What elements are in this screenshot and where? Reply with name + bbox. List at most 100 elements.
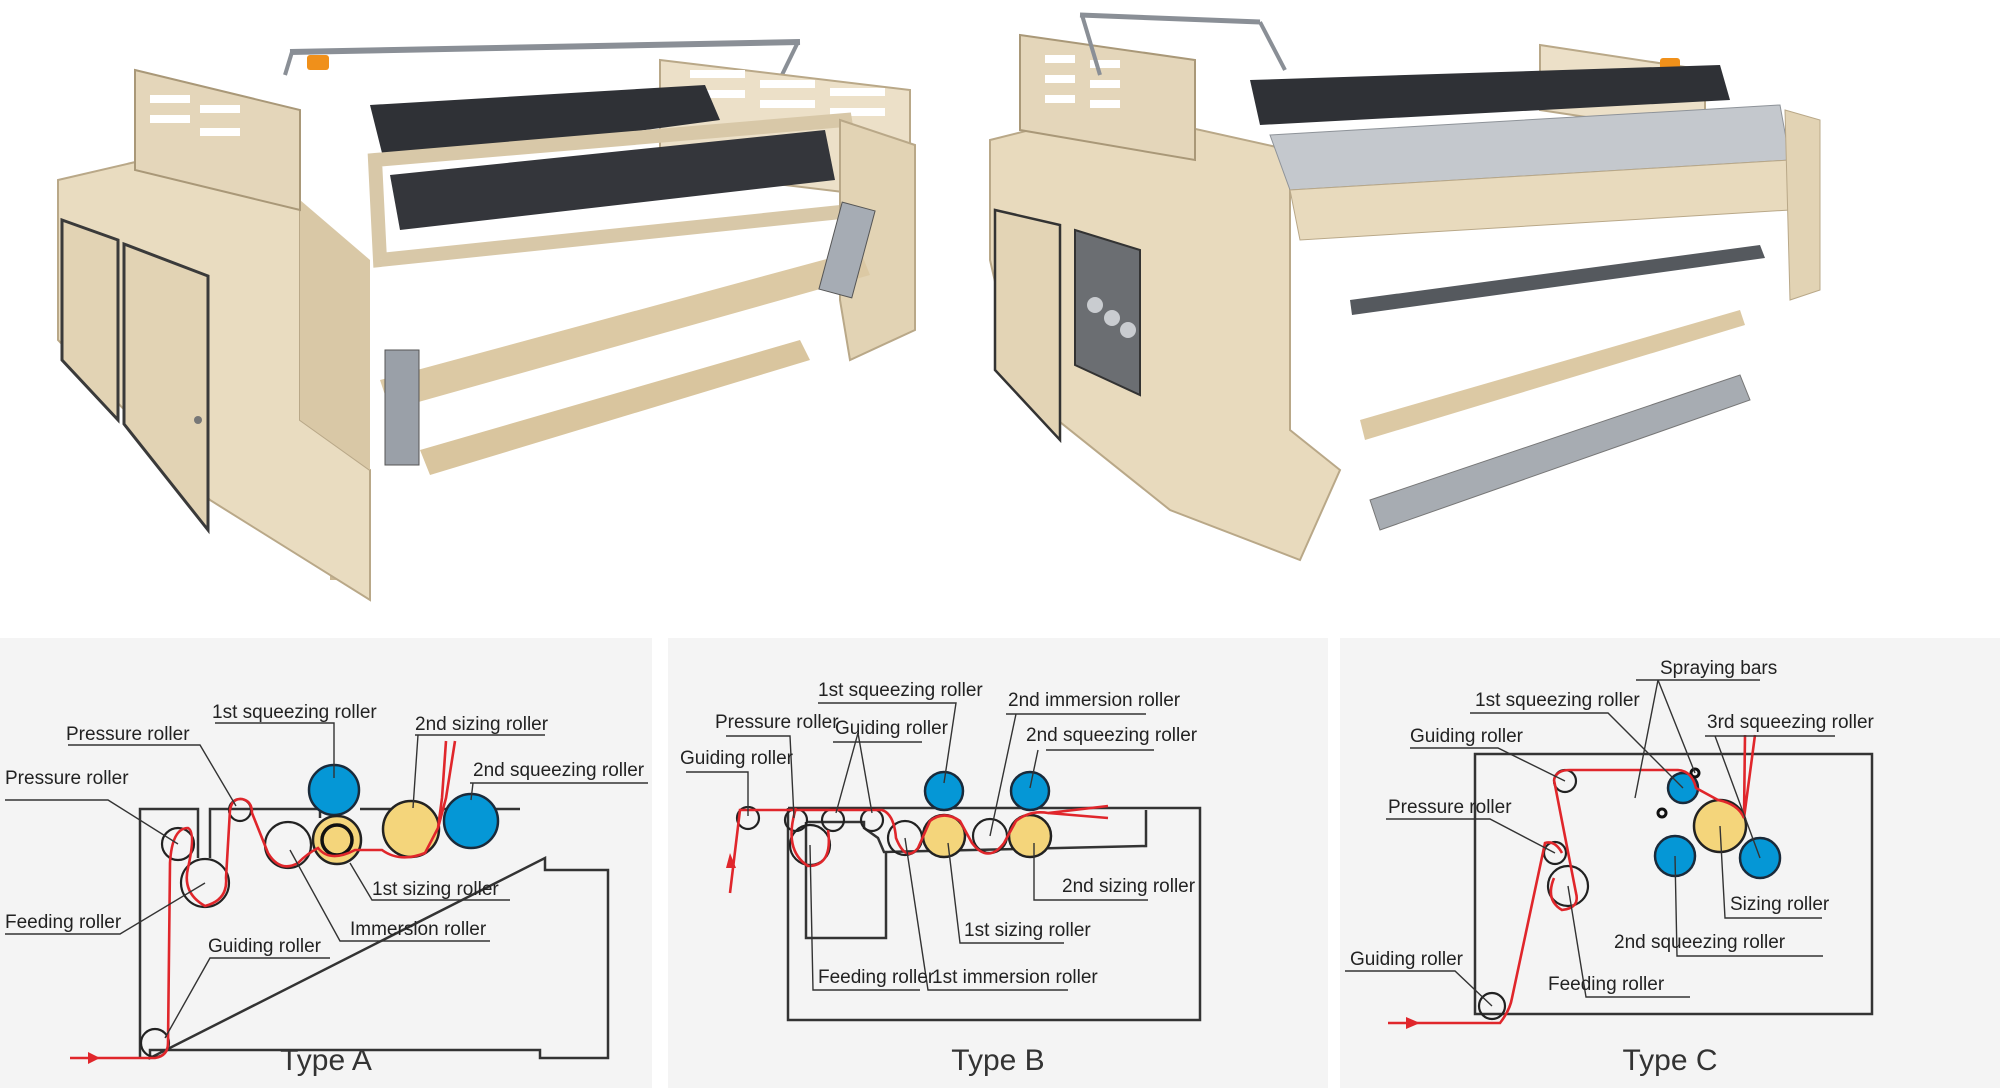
base-beam-upper xyxy=(380,250,870,410)
door-handle-icon xyxy=(194,416,202,424)
feed-arrow-icon xyxy=(1406,1017,1420,1029)
feed-arrow-icon xyxy=(88,1052,100,1064)
leader-pressure xyxy=(1386,818,1556,854)
vent-slots-left xyxy=(1045,55,1120,108)
label-first-immersion-roller: 1st immersion roller xyxy=(932,967,1098,988)
dark-roller-front xyxy=(390,130,835,230)
top-rod xyxy=(1079,12,1261,25)
leader-feeding xyxy=(809,844,920,991)
control-knobs xyxy=(1087,297,1136,338)
vent-slots-left xyxy=(150,95,240,136)
second-sizing-roller xyxy=(381,799,441,859)
base-beam-lower xyxy=(420,340,810,475)
leader-first-squeezing xyxy=(215,722,335,778)
label-first-squeezing-roller: 1st squeezing roller xyxy=(818,680,983,701)
leader-guiding-left xyxy=(686,771,749,816)
first-sizing-roller-core xyxy=(320,823,354,857)
trough xyxy=(806,810,1148,854)
leader-feeding xyxy=(1567,885,1690,998)
leader-pressure-left xyxy=(5,799,179,845)
label-first-squeezing-roller: 1st squeezing roller xyxy=(1475,690,1640,711)
fabric-loop xyxy=(790,807,831,868)
label-feeding-roller: Feeding roller xyxy=(818,967,935,988)
label-pressure-roller: Pressure roller xyxy=(715,712,839,733)
cabinet-door-left xyxy=(60,217,120,424)
machine-frame xyxy=(786,806,1202,1022)
leader-first-immersion xyxy=(904,837,1068,991)
base-beam xyxy=(1360,310,1745,440)
label-first-squeezing-roller: 1st squeezing roller xyxy=(212,702,377,723)
machine-frame xyxy=(138,807,610,1061)
leader-second-immersion xyxy=(989,713,1146,837)
spraying-bar-icon xyxy=(1656,807,1668,819)
leader-guiding-mid xyxy=(833,732,922,814)
label-third-squeezing-roller: 3rd squeezing roller xyxy=(1707,712,1875,733)
lower-roller-back xyxy=(1350,245,1765,315)
label-second-squeezing-roller: 2nd squeezing roller xyxy=(1614,932,1786,953)
leader-pressure xyxy=(726,735,795,819)
leader-second-sizing xyxy=(412,734,545,809)
tank xyxy=(804,822,888,940)
leader-guiding xyxy=(164,957,330,1039)
immersion-roller xyxy=(263,820,313,870)
caption-type-b: Type B xyxy=(951,1044,1044,1077)
cabinet-right xyxy=(1784,109,1821,301)
leader-immersion xyxy=(289,849,490,942)
leader-guiding-bottom xyxy=(1345,970,1493,1007)
lower-roller-front xyxy=(1369,374,1751,531)
leader-spraying-bars xyxy=(1634,679,1760,799)
feeding-roller xyxy=(1546,864,1590,908)
leader-second-sizing xyxy=(1033,843,1148,901)
caption-type-c: Type C xyxy=(1622,1044,1717,1077)
label-guiding-roller-mid: Guiding roller xyxy=(835,718,949,739)
leader-pressure-top xyxy=(68,744,237,807)
dark-roller xyxy=(1250,65,1730,125)
leader-first-sizing xyxy=(947,842,1064,944)
machine-photo-type-b xyxy=(960,0,2000,620)
machine-illustration-b xyxy=(989,12,1821,562)
second-squeezing-roller xyxy=(442,792,500,850)
label-feeding-roller: Feeding roller xyxy=(5,912,122,933)
leader-first-squeezing xyxy=(818,702,957,784)
machine-illustration-a xyxy=(57,39,916,602)
pneumatic-cylinder-left xyxy=(384,349,420,466)
fabric-path xyxy=(70,740,457,1060)
diagram-type-c: Spraying bars 1st squeezing roller 3rd s… xyxy=(1340,638,2000,1088)
cabinet-door-right xyxy=(122,241,210,535)
cabinet-side xyxy=(300,200,370,470)
label-feeding-roller: Feeding roller xyxy=(1548,974,1665,995)
label-sizing-roller: Sizing roller xyxy=(1730,894,1830,915)
label-first-sizing-roller: 1st sizing roller xyxy=(964,920,1091,941)
top-rod xyxy=(289,39,801,55)
pressure-roller-left xyxy=(160,826,196,862)
warning-light-icon xyxy=(307,55,329,70)
label-spraying-bars: Spraying bars xyxy=(1660,658,1777,679)
leader-second-squeezing xyxy=(1029,749,1154,789)
label-guiding-roller-left: Guiding roller xyxy=(680,748,794,769)
label-second-sizing-roller: 2nd sizing roller xyxy=(415,714,549,735)
label-second-sizing-roller: 2nd sizing roller xyxy=(1062,876,1196,897)
pneumatic-cylinder-right xyxy=(818,201,876,299)
fabric-path xyxy=(1388,734,1757,1025)
fabric-path xyxy=(728,804,1109,894)
caption-type-a: Type A xyxy=(280,1044,372,1077)
label-pressure-roller: Pressure roller xyxy=(1388,797,1512,818)
label-guiding-roller-top: Guiding roller xyxy=(1410,726,1524,747)
label-pressure-roller-top: Pressure roller xyxy=(66,724,190,745)
label-second-squeezing-roller: 2nd squeezing roller xyxy=(473,760,645,781)
feed-arrow-icon xyxy=(726,853,736,868)
label-guiding-roller: Guiding roller xyxy=(208,936,322,957)
leader-second-squeezing xyxy=(470,782,648,801)
leader-guiding-top xyxy=(1410,747,1566,782)
cabinet-door xyxy=(993,208,1062,444)
leader-second-squeezing xyxy=(1674,855,1823,957)
label-second-immersion-roller: 2nd immersion roller xyxy=(1008,690,1181,711)
machine-photo-type-a xyxy=(0,0,960,620)
control-box-left xyxy=(134,68,301,212)
second-squeezing-roller xyxy=(1009,770,1051,812)
first-squeezing-roller xyxy=(923,770,965,812)
leader-first-squeezing xyxy=(1470,712,1684,789)
label-immersion-roller: Immersion roller xyxy=(350,919,487,940)
diagram-type-a: 1st squeezing roller Pressure roller Pre… xyxy=(0,638,652,1088)
machine-frame xyxy=(1473,752,1874,1016)
